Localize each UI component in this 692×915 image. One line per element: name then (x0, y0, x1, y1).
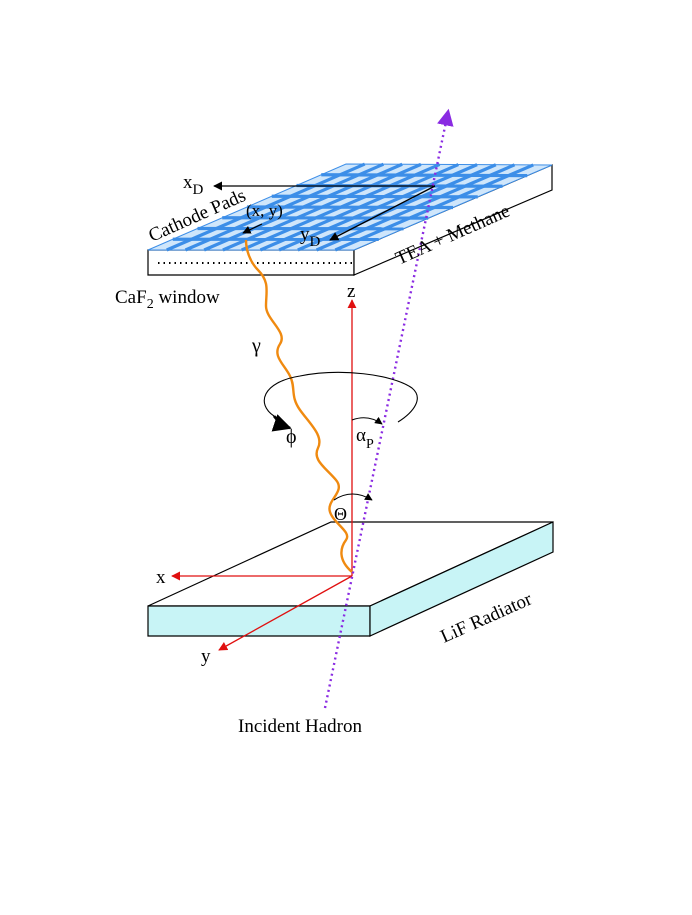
coordinate-axes (171, 299, 357, 651)
phi-label: ϕ (286, 426, 297, 448)
theta-label: Θ (334, 504, 347, 524)
yd-axis (329, 185, 436, 241)
phi-rotation-arc (263, 371, 418, 423)
gamma-label: γ (251, 335, 261, 357)
radiator-side-face (369, 521, 554, 637)
xy-label: (x, y) (246, 201, 283, 220)
theta-angle-arc (333, 493, 373, 501)
pad-grid-line (321, 173, 528, 178)
radiator-front-face (147, 605, 371, 637)
pad-grid-line (271, 194, 478, 199)
xd-label: xD (183, 172, 204, 198)
alpha-label: αP (356, 425, 374, 452)
hadron-track (323, 108, 454, 709)
x-label: x (156, 567, 166, 588)
xy-pointer (242, 223, 263, 234)
pad-grid-line (246, 205, 454, 210)
detector-axes (213, 181, 436, 241)
yd-label: yD (300, 224, 321, 250)
caf2-window-label: CaF2 window (115, 287, 220, 312)
photon-path (244, 239, 353, 573)
phi-arrow-icon (271, 414, 292, 432)
alpha-angle-arc (351, 416, 383, 425)
y-axis (218, 575, 353, 651)
incident-hadron-label: Incident Hadron (238, 716, 362, 737)
z-label: z (347, 281, 355, 302)
lif-radiator-slab (147, 521, 554, 637)
y-label: y (201, 646, 211, 667)
